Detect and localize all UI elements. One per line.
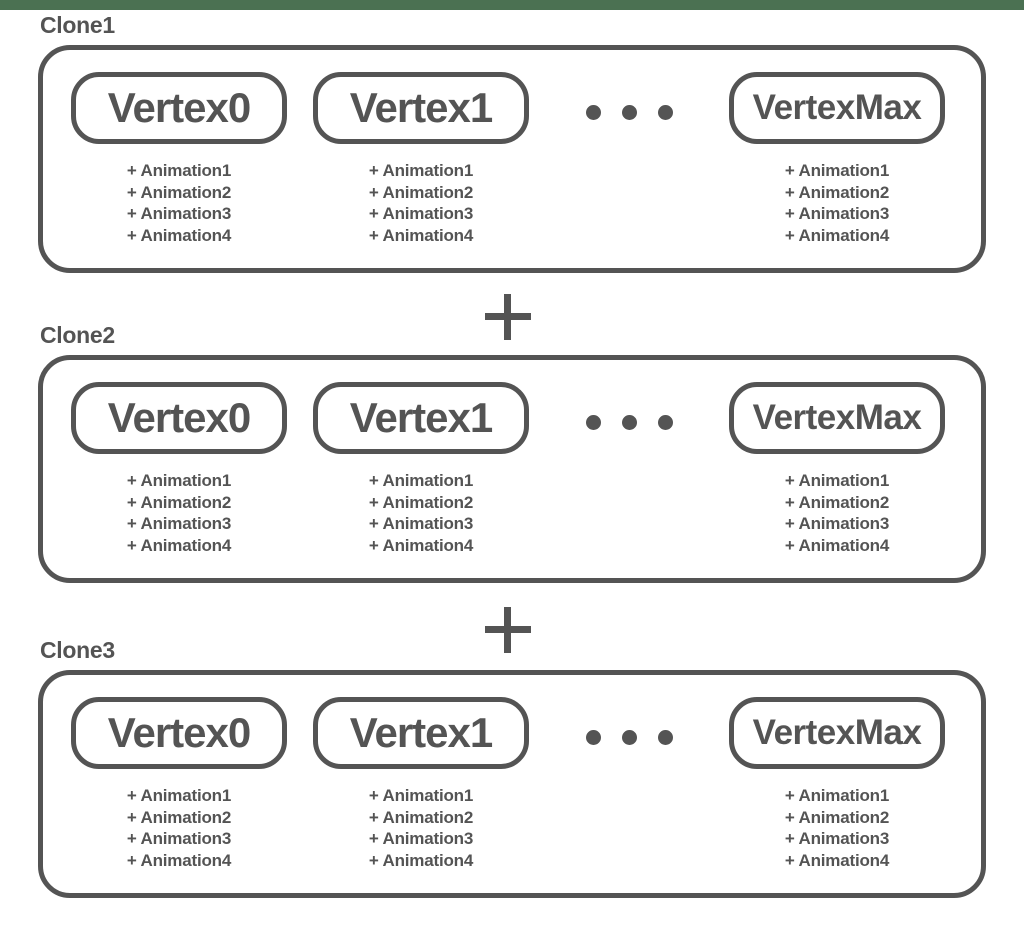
- animation-item: + Animation4: [784, 225, 890, 245]
- dot-icon: [621, 415, 637, 430]
- vertex-box: Vertex0: [71, 72, 287, 144]
- animation-item: + Animation3: [784, 514, 890, 533]
- animation-item: + Animation4: [368, 535, 474, 555]
- dot-icon: [585, 415, 601, 430]
- vertex-box: Vertex1: [313, 72, 529, 144]
- animation-item: + Animation2: [126, 492, 232, 512]
- vertex-label: Vertex1: [349, 84, 493, 131]
- animation-item: + Animation4: [126, 850, 232, 870]
- animation-item: + Animation4: [784, 850, 890, 870]
- animation-item: + Animation1: [368, 471, 474, 490]
- animation-item: + Animation1: [784, 786, 890, 805]
- animation-item: + Animation4: [126, 535, 232, 555]
- animation-item: + Animation4: [368, 850, 474, 870]
- animation-item: + Animation2: [784, 807, 890, 827]
- vertex-label: VertexMax: [752, 713, 922, 752]
- plus-icon: [485, 294, 531, 340]
- animation-list: + Animation1 + Animation2 + Animation3 + An…: [785, 785, 889, 871]
- animation-item: + Animation3: [784, 829, 890, 848]
- clone-container: Vertex0 + Animation1+ Animation2+ Animat…: [38, 45, 986, 273]
- animation-item: + Animation1: [126, 161, 232, 180]
- dot-icon: [621, 730, 637, 745]
- animation-item: + Animation1: [126, 786, 232, 805]
- plus-icon: [485, 607, 531, 653]
- vertex-box: Vertex1: [313, 697, 529, 769]
- animation-list: + Animation1 + Animation2 + Animation3 + An…: [785, 470, 889, 556]
- vertex-label: Vertex1: [349, 394, 493, 441]
- vertex-label: Vertex1: [349, 709, 493, 756]
- top-accent-bar: [0, 0, 1024, 10]
- plus-vertical-bar: [504, 294, 511, 340]
- dot-icon: [621, 105, 637, 120]
- animation-item: + Animation1: [784, 471, 890, 490]
- animation-item: + Animation1: [368, 161, 474, 180]
- clone-container: Vertex0 + Animation1+ Animation2+ Animat…: [38, 355, 986, 583]
- clone-container: Vertex0 + Animation1+ Animation2+ Animat…: [38, 670, 986, 898]
- vertex-label: VertexMax: [752, 398, 922, 437]
- animation-item: + Animation3: [126, 204, 232, 223]
- animation-item: + Animation3: [126, 514, 232, 533]
- vertex-label: VertexMax: [752, 88, 922, 127]
- dot-icon: [657, 105, 673, 120]
- dot-icon: [585, 730, 601, 745]
- vertex-label: Vertex0: [107, 394, 251, 441]
- animation-item: + Animation2: [368, 492, 474, 512]
- animation-list: + Animation1 + Animation2 + Animation3 + An…: [127, 470, 231, 556]
- animation-item: + Animation3: [784, 204, 890, 223]
- animation-item: + Animation4: [126, 225, 232, 245]
- animation-list: + Animation1 + Animation2 + Animation3 + An…: [369, 160, 473, 246]
- clone-section-1: Clone1 Vertex0 + Animation1+ Animation2+…: [38, 13, 986, 273]
- vertex-group: Vertex0 + Animation1+ Animation2+ Animat…: [71, 697, 287, 871]
- animation-list: + Animation1 + Animation2 + Animation3 + An…: [369, 785, 473, 871]
- vertex-box: VertexMax: [729, 72, 945, 144]
- animation-item: + Animation2: [368, 182, 474, 202]
- animation-item: + Animation2: [126, 182, 232, 202]
- clone-label: Clone1: [40, 12, 115, 38]
- vertex-group: VertexMax + Animation1+ Animation2+ Anim…: [729, 382, 945, 556]
- dot-icon: [585, 105, 601, 120]
- animation-list: + Animation1 + Animation2 + Animation3 + An…: [127, 160, 231, 246]
- clone-label: Clone3: [40, 637, 115, 663]
- clone-section-3: Clone3 Vertex0 + Animation1+ Animation2+…: [38, 638, 986, 898]
- vertex-group: Vertex1 + Animation1+ Animation2+ Animat…: [313, 72, 529, 246]
- vertex-box: Vertex0: [71, 382, 287, 454]
- clone-section-2: Clone2 Vertex0 + Animation1+ Animation2+…: [38, 323, 986, 583]
- vertex-label: Vertex0: [107, 709, 251, 756]
- vertex-group: VertexMax + Animation1+ Animation2+ Anim…: [729, 72, 945, 246]
- animation-item: + Animation3: [126, 829, 232, 848]
- plus-vertical-bar: [504, 607, 511, 653]
- animation-item: + Animation4: [368, 225, 474, 245]
- animation-item: + Animation3: [368, 514, 474, 533]
- animation-list: + Animation1 + Animation2 + Animation3 + An…: [785, 160, 889, 246]
- animation-item: + Animation3: [368, 829, 474, 848]
- dot-icon: [657, 415, 673, 430]
- vertex-group: Vertex1 + Animation1+ Animation2+ Animat…: [313, 382, 529, 556]
- dot-icon: [657, 730, 673, 745]
- ellipsis-icon: [529, 415, 729, 430]
- vertex-group: Vertex1 + Animation1+ Animation2+ Animat…: [313, 697, 529, 871]
- vertex-group: Vertex0 + Animation1+ Animation2+ Animat…: [71, 382, 287, 556]
- ellipsis-icon: [529, 730, 729, 745]
- vertex-box: VertexMax: [729, 697, 945, 769]
- animation-list: + Animation1 + Animation2 + Animation3 + An…: [369, 470, 473, 556]
- animation-item: + Animation4: [784, 535, 890, 555]
- ellipsis-icon: [529, 105, 729, 120]
- animation-item: + Animation2: [368, 807, 474, 827]
- vertex-box: VertexMax: [729, 382, 945, 454]
- animation-item: + Animation2: [126, 807, 232, 827]
- animation-item: + Animation1: [784, 161, 890, 180]
- vertex-box: Vertex0: [71, 697, 287, 769]
- animation-item: + Animation1: [126, 471, 232, 490]
- animation-item: + Animation3: [368, 204, 474, 223]
- animation-item: + Animation2: [784, 182, 890, 202]
- vertex-group: VertexMax + Animation1+ Animation2+ Anim…: [729, 697, 945, 871]
- vertex-label: Vertex0: [107, 84, 251, 131]
- vertex-group: Vertex0 + Animation1+ Animation2+ Animat…: [71, 72, 287, 246]
- animation-item: + Animation1: [368, 786, 474, 805]
- vertex-box: Vertex1: [313, 382, 529, 454]
- animation-list: + Animation1 + Animation2 + Animation3 + An…: [127, 785, 231, 871]
- clone-label: Clone2: [40, 322, 115, 348]
- animation-item: + Animation2: [784, 492, 890, 512]
